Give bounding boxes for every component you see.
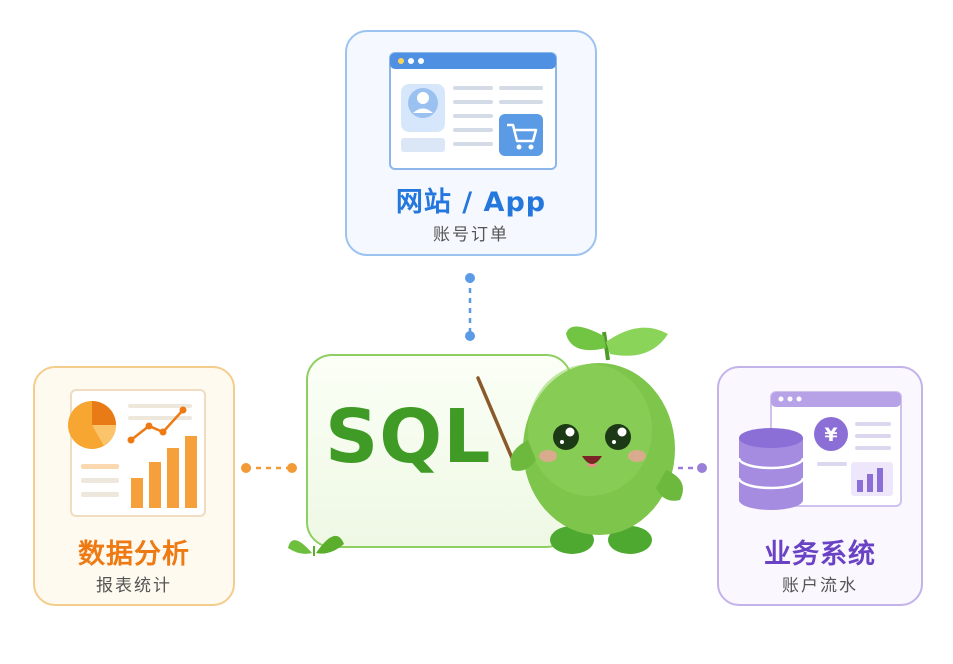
sql-label: SQL [325,394,492,480]
yen-coin-icon: ¥ [814,417,848,451]
node-data-subtitle: 报表统计 [96,576,172,596]
pie-chart-icon [68,401,117,449]
node-biz-title: 业务系统 [764,539,876,570]
node-data-analysis: 数据分析 报表统计 [33,366,235,606]
node-business-system: ¥ 业务系统 账户流水 [717,366,923,606]
node-web-subtitle: 账号订单 [433,225,509,245]
browser-window-icon [389,52,557,170]
shopping-cart-icon [499,114,543,156]
node-web-title: 网站 / App [395,187,547,218]
report-chart-icon [68,389,206,517]
node-biz-subtitle: 账户流水 [782,576,858,596]
node-web-app: 网站 / App 账号订单 [345,30,597,256]
connector-left [241,463,297,473]
connector-top [465,273,475,341]
database-icon [737,428,805,510]
connector-right [668,463,707,473]
node-data-title: 数据分析 [78,539,190,570]
line-chart-icon [127,406,187,444]
svg-text:¥: ¥ [824,424,837,446]
bar-chart-icon [851,462,893,496]
bar-chart-icon [131,436,197,508]
user-avatar-icon [401,84,445,132]
ledger-window-icon: ¥ [737,391,902,510]
